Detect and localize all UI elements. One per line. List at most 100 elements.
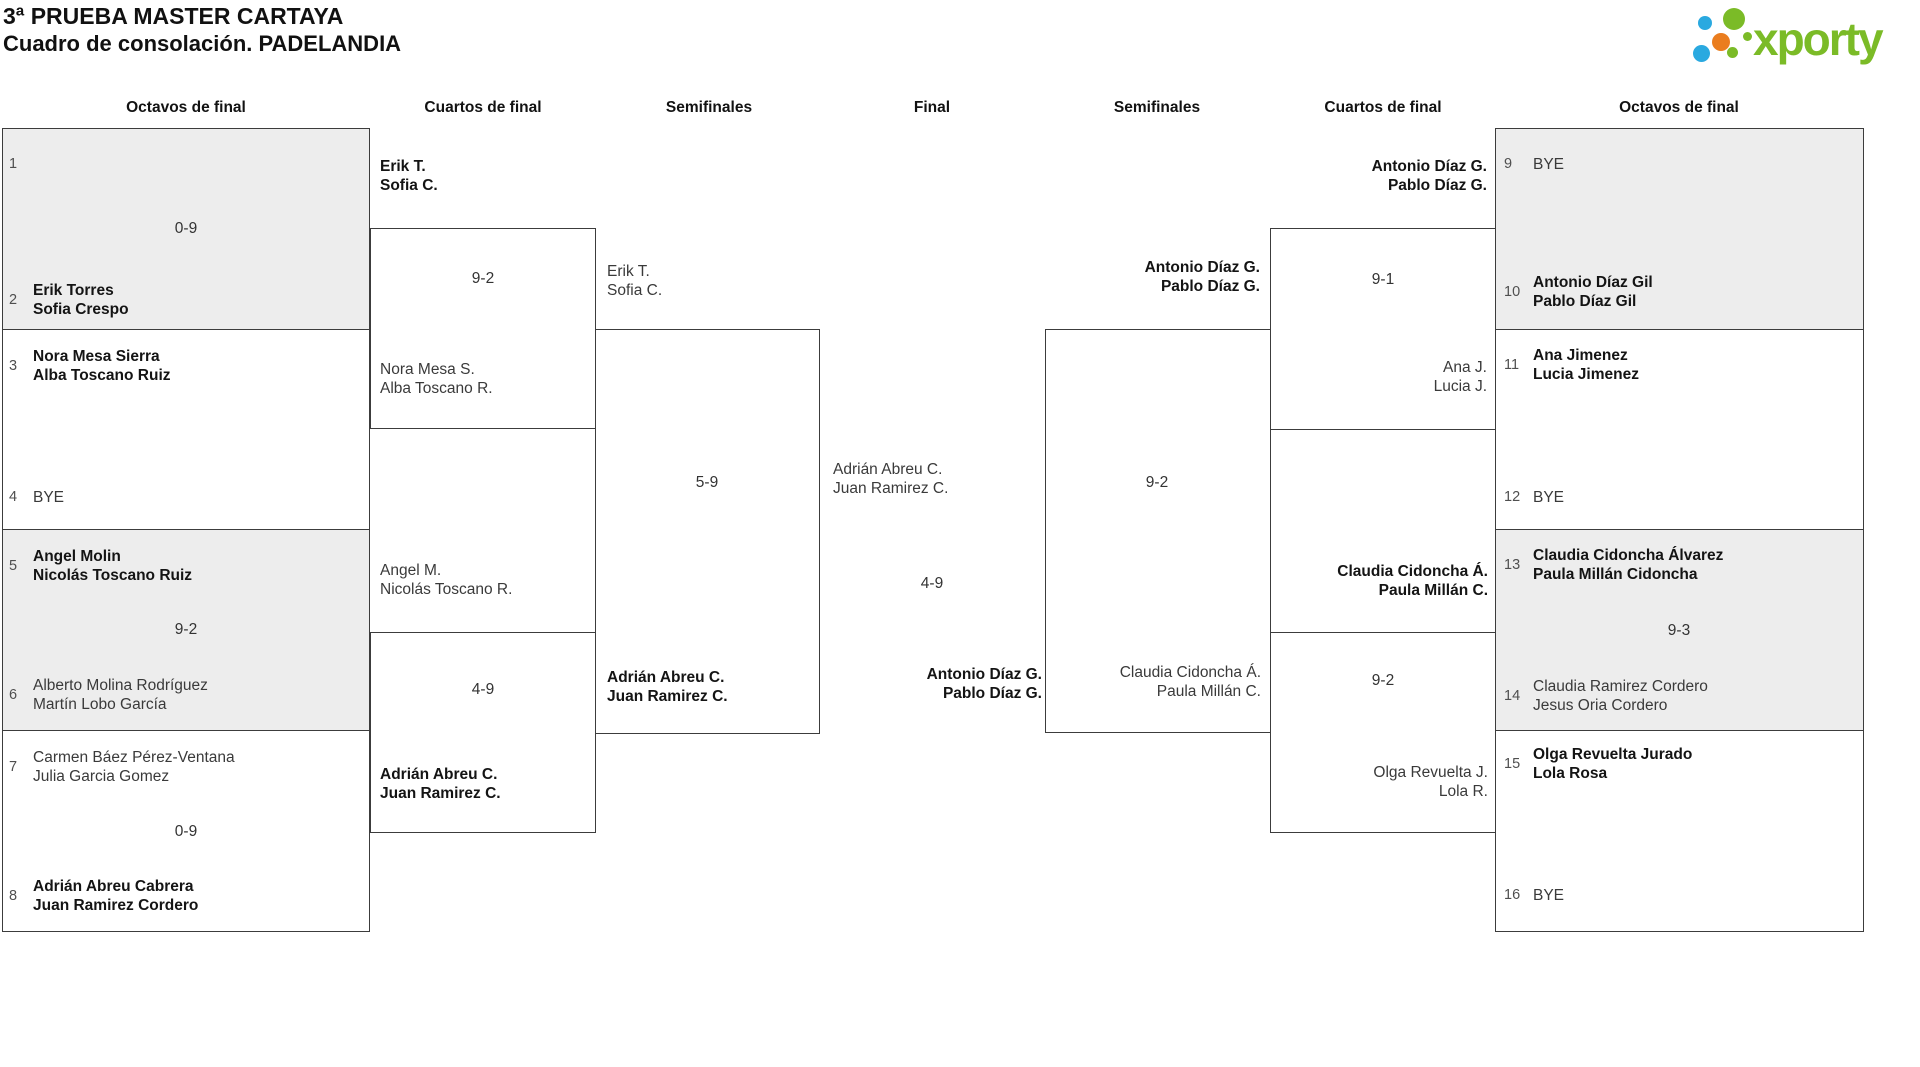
team-name: Antonio Díaz G.: [1371, 158, 1487, 175]
team-name: Alba Toscano R.: [380, 380, 493, 397]
team-name: Adrián Abreu C.: [380, 766, 498, 783]
team-name: BYE: [33, 489, 65, 506]
team-name: Lucia Jimenez: [1533, 366, 1639, 383]
team-name: Alba Toscano Ruiz: [33, 367, 171, 384]
match-score: 9-2: [1371, 672, 1395, 689]
seed-number: 11: [1504, 357, 1520, 373]
cuartos-right-box-2: [1270, 632, 1496, 833]
round-header-semis-right: Semifinales: [1113, 99, 1201, 116]
team-name: Ana J.: [1443, 359, 1487, 376]
semis-right-box: [1045, 329, 1271, 733]
team-name: Jesus Oria Cordero: [1533, 697, 1668, 714]
seed-number: 4: [9, 489, 18, 505]
seed-number: 13: [1504, 557, 1521, 573]
team-name: Claudia Cidoncha Álvarez: [1533, 547, 1724, 564]
team-name: Juan Ramirez Cordero: [33, 897, 199, 914]
team-name: Juan Ramirez C.: [380, 785, 501, 802]
team-name: Pablo Díaz G.: [1160, 278, 1260, 295]
team-name: Antonio Díaz Gil: [1533, 274, 1653, 291]
cuartos-right-box-1: [1270, 228, 1496, 430]
match-score: 4-9: [920, 575, 944, 592]
seed-number: 1: [9, 156, 18, 172]
seed-number: 5: [9, 558, 18, 574]
match-cell: [3, 330, 369, 530]
match-score: 5-9: [695, 474, 719, 491]
seed-number: 14: [1504, 688, 1521, 704]
team-name: Adrián Abreu C.: [833, 461, 943, 478]
team-name: Antonio Díaz G.: [1144, 259, 1260, 276]
team-name: BYE: [1533, 489, 1565, 506]
team-name: Adrián Abreu C.: [607, 669, 725, 686]
match-score: 9-2: [174, 621, 198, 638]
team-name: BYE: [1533, 156, 1565, 173]
page-title: 3ª PRUEBA MASTER CARTAYA: [3, 3, 344, 29]
match-score: 0-9: [174, 823, 198, 840]
seed-number: 10: [1504, 284, 1521, 300]
team-name: Adrián Abreu Cabrera: [33, 878, 194, 895]
team-name: Olga Revuelta Jurado: [1533, 746, 1693, 763]
round-header-semis-left: Semifinales: [665, 99, 753, 116]
team-name: Antonio Díaz G.: [926, 666, 1042, 683]
team-name: Juan Ramirez C.: [607, 688, 728, 705]
match-cell: [3, 530, 369, 731]
logo-dot-icon: [1743, 32, 1752, 41]
team-name: Julia Garcia Gomez: [33, 768, 170, 785]
semis-left-box: [595, 329, 820, 734]
seed-number: 16: [1504, 887, 1521, 903]
seed-number: 8: [9, 888, 18, 904]
team-name: Lola Rosa: [1533, 765, 1608, 782]
team-name: BYE: [1533, 887, 1565, 904]
team-name: Claudia Cidoncha Á.: [1119, 664, 1261, 681]
logo-dot-icon: [1712, 33, 1730, 51]
team-name: Paula Millán C.: [1156, 683, 1261, 700]
logo-dot-icon: [1723, 8, 1745, 30]
team-name: Paula Millán C.: [1378, 582, 1488, 599]
round-header-octavos-right: Octavos de final: [1619, 99, 1739, 116]
team-name: Lola R.: [1438, 783, 1488, 800]
team-name: Claudia Ramirez Cordero: [1533, 678, 1708, 695]
seed-number: 2: [9, 292, 18, 308]
logo-dot-icon: [1727, 47, 1738, 58]
team-name: Alberto Molina Rodríguez: [33, 677, 208, 694]
round-header-cuartos-right: Cuartos de final: [1324, 99, 1442, 116]
team-name: Pablo Díaz G.: [942, 685, 1042, 702]
match-score: 9-1: [1371, 271, 1395, 288]
match-score: 9-2: [1145, 474, 1169, 491]
round-header-final: Final: [913, 99, 951, 116]
team-name: Erik T.: [380, 158, 426, 175]
team-name: Angel M.: [380, 562, 442, 579]
team-name: Sofia C.: [607, 282, 663, 299]
seed-number: 6: [9, 687, 18, 703]
match-score: 4-9: [471, 681, 495, 698]
team-name: Nicolás Toscano Ruiz: [33, 567, 193, 584]
match-cell: [3, 129, 369, 330]
team-name: Nora Mesa S.: [380, 361, 475, 378]
match-cell: [1496, 330, 1863, 530]
team-name: Claudia Cidoncha Á.: [1337, 563, 1488, 580]
match-cell: [1496, 129, 1863, 330]
team-name: Pablo Díaz Gil: [1533, 293, 1637, 310]
round-header-octavos-left: Octavos de final: [126, 99, 246, 116]
match-score: 9-3: [1667, 622, 1691, 639]
octavos-right-column: [1495, 128, 1864, 932]
match-score: 9-2: [471, 270, 495, 287]
page-subtitle: Cuadro de consolación. PADELANDIA: [3, 31, 402, 56]
seed-number: 7: [9, 759, 18, 775]
team-name: Nicolás Toscano R.: [380, 581, 513, 598]
team-name: Juan Ramirez C.: [833, 480, 949, 497]
team-name: Lucia J.: [1433, 378, 1487, 395]
cuartos-left-box-1: [370, 228, 596, 429]
team-name: Sofia C.: [380, 177, 438, 194]
match-cell: [1496, 530, 1863, 731]
brand-name: xporty: [1753, 13, 1884, 65]
octavos-left-column: [2, 128, 370, 932]
seed-number: 12: [1504, 489, 1521, 505]
team-name: Angel Molin: [33, 548, 121, 565]
team-name: Pablo Díaz G.: [1387, 177, 1487, 194]
team-name: Ana Jimenez: [1533, 347, 1628, 364]
round-header-cuartos-left: Cuartos de final: [424, 99, 542, 116]
team-name: Sofia Crespo: [33, 301, 129, 318]
team-name: Erik T.: [607, 263, 650, 280]
team-name: Nora Mesa Sierra: [33, 348, 160, 365]
